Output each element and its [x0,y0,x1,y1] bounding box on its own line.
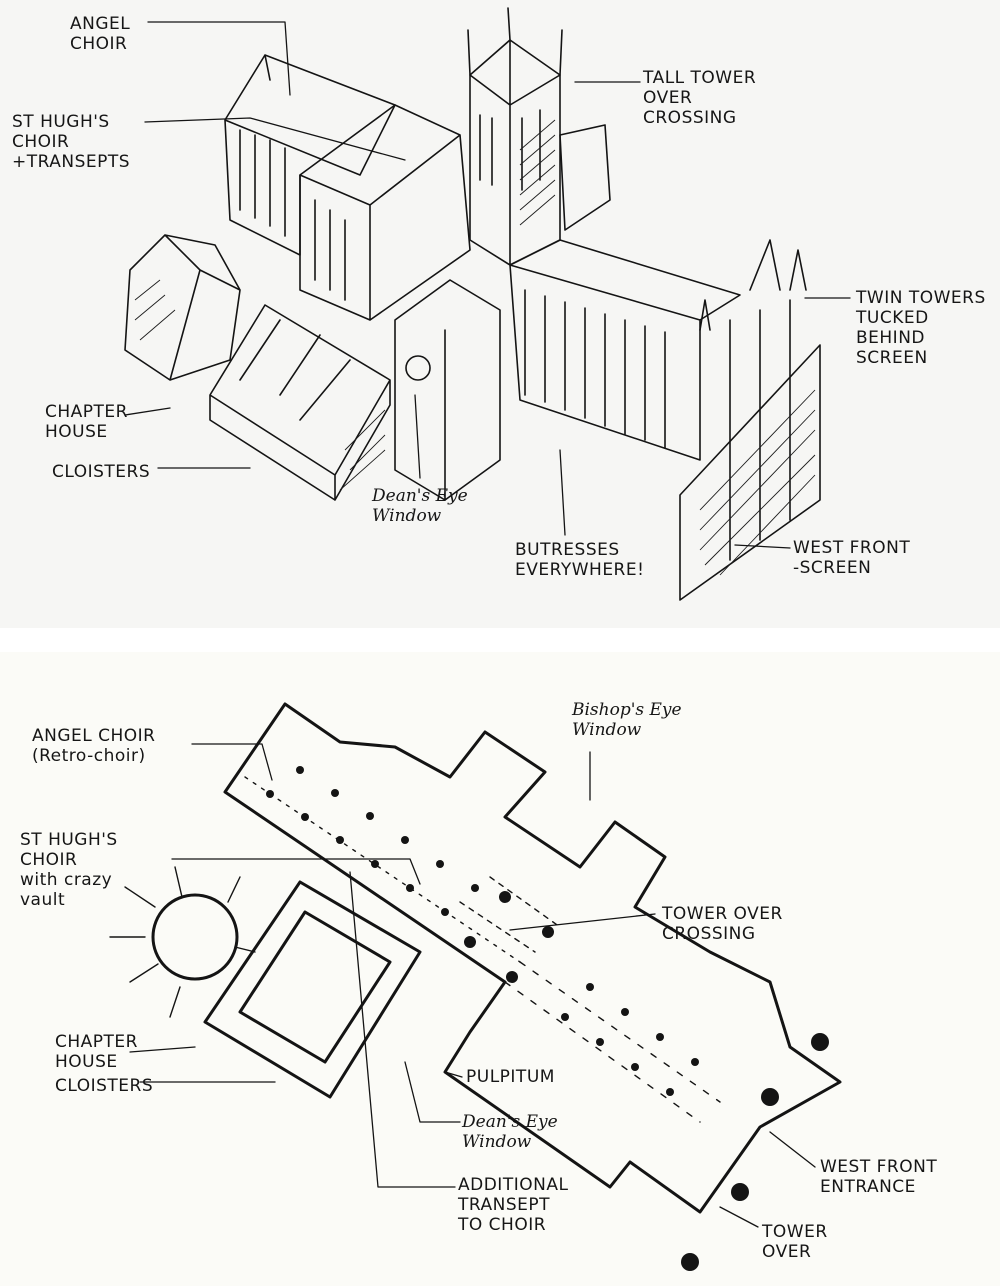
deans-eye-rose [405,355,431,381]
label-tower-over-crossing: TOWER OVER CROSSING [662,904,783,944]
label-west-front-entrance: WEST FRONT ENTRANCE [820,1157,938,1197]
chapter-house-block [124,234,241,381]
label-tall-tower: TALL TOWER OVER CROSSING [643,68,757,128]
label-additional-transept: ADDITIONAL TRANSEPT TO CHOIR [458,1175,569,1235]
plan-leader-lines [129,743,816,1228]
label-bishops-eye: Bishop's Eye Window [572,700,682,740]
label-butresses: BUTRESSES EVERYWHERE! [515,540,645,580]
central-tower [469,39,561,266]
label-pulpitum: PULPITUM [466,1067,555,1087]
label-plan-chapter-house: CHAPTER HOUSE [55,1032,138,1072]
label-angel-choir: ANGEL CHOIR [70,14,131,54]
label-deans-eye: Dean's Eye Window [372,486,468,526]
top-leader-lines [124,21,851,549]
plan-sketch-panel: ANGEL CHOIR (Retro-choir) Bishop's Eye W… [0,652,1000,1286]
plan-piers [266,766,829,1271]
label-st-hughs-crazy-vault: ST HUGH'S CHOIR with crazy vault [20,830,118,910]
plan-cloister [203,880,422,1099]
label-angel-choir-retro: ANGEL CHOIR (Retro-choir) [32,726,156,766]
label-twin-towers: TWIN TOWERS TUCKED BEHIND SCREEN [856,288,986,368]
cathedral-plan-drawing [109,702,842,1271]
label-cloisters: CLOISTERS [52,462,151,482]
cathedral-isometric-drawing [124,7,851,601]
plan-outline [223,702,842,1214]
label-plan-deans-eye: Dean's Eye Window [462,1112,558,1152]
st-hughs-choir-block [299,104,471,321]
great-transept [559,124,611,231]
west-front-screen [679,344,821,601]
label-chapter-house: CHAPTER HOUSE [45,402,128,442]
isometric-sketch-panel: ANGEL CHOIR ST HUGH'S CHOIR +TRANSEPTS T… [0,0,1000,628]
label-plan-cloisters: CLOISTERS [55,1076,154,1096]
tower-hatching [134,119,816,576]
label-tower-over: TOWER OVER [762,1222,828,1262]
label-west-front-screen: WEST FRONT -SCREEN [793,538,911,578]
label-st-hughs-choir: ST HUGH'S CHOIR +TRANSEPTS [12,112,131,172]
cloisters-block [209,304,391,501]
nave-block [509,239,741,461]
west-transept [394,279,501,501]
plan-chapter-house [151,893,239,981]
